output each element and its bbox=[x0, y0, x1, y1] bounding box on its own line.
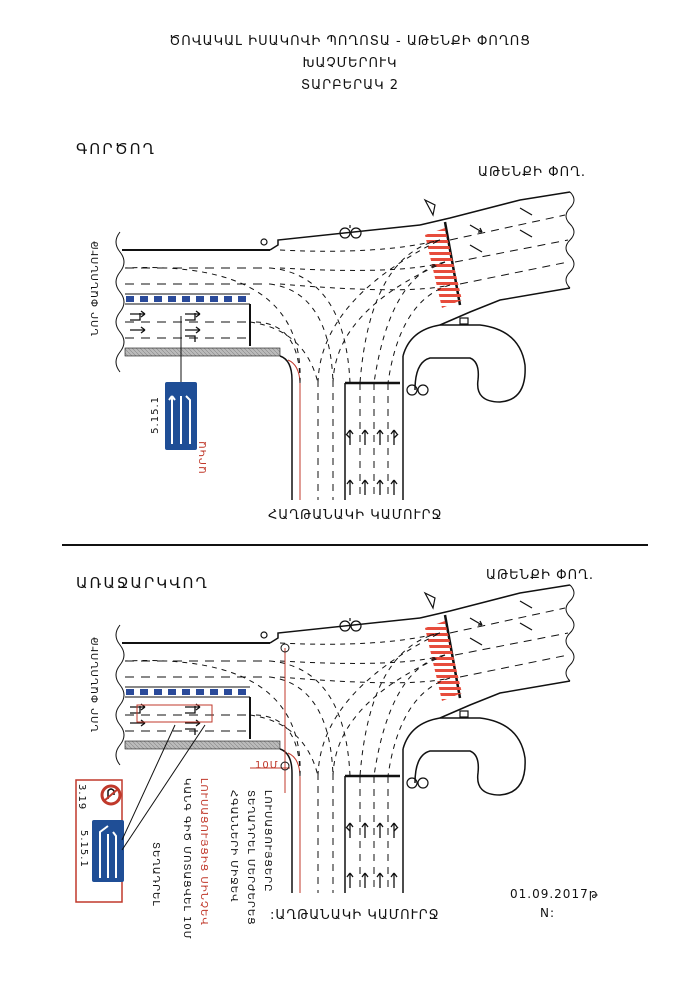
athens-street-label-bottom: ԱԹԵՆՔԻ ՓՈՂ. bbox=[486, 568, 595, 583]
doc-title-line-2: ԽԱՉՄԵՐՈՒԿ bbox=[302, 56, 398, 71]
existing-intersection bbox=[114, 190, 576, 502]
sign-code-5-15-1: 5.15.1 bbox=[78, 830, 89, 868]
bridge-label-bottom: :ԱՂԹԱՆԱԿԻ ԿԱՄՈՒՐՋ bbox=[270, 908, 440, 923]
doc-title-line-1: ԾՈՎԱԿԱԼ ԻՍԱԿՈՎԻ ՊՈՂՈՏԱ - ԱԹԵՆՔԻ ՓՈՂՈՑ bbox=[169, 34, 531, 49]
bridge-label-top: ՀԱՂԹԱՆԱԿԻ ԿԱՄՈՒՐՋ bbox=[268, 508, 443, 523]
distance-label: 10Մ bbox=[255, 760, 279, 771]
section-title-proposed: ԱՌԱՋԱՐԿՎՈՂ bbox=[76, 574, 209, 592]
left-road-label-bottom: ՆՈՐ ՓԱՆՈՆՈՒԹ bbox=[90, 636, 101, 732]
note-column-4: ԼՈՒՍԱՑՈՒՅՑԻՑ ՍԻՆՉԵՎ bbox=[198, 778, 209, 926]
document-number-label: N: bbox=[540, 906, 556, 920]
sign-caption-top: ԱՐԿԱ bbox=[198, 440, 209, 474]
section-title-existing: ԳՈՐԾՈՂ bbox=[76, 140, 156, 158]
note-column-1: ԼՈՒՍԱՑՈՒՅՑԵՐԸ bbox=[262, 790, 273, 893]
note-column-5: ԿԱՆԳ ԳԻԾ ՄՈՏԱՑՎԵԼ 10Մ bbox=[181, 778, 192, 940]
sign-code-3-19: 3.19 bbox=[76, 784, 87, 811]
document-date: 01.09.2017թ bbox=[510, 887, 599, 901]
sign-caption-bottom: ՏԵՂԱԴՐԵԼ bbox=[150, 842, 161, 907]
sign-code-top: 5.15.1 bbox=[150, 396, 161, 434]
note-column-2: ՏԵՂԱԴՐԵԼ ՄԵՐԺԵՐԵՑ bbox=[245, 790, 256, 926]
left-road-label-top: ՆՈՐ ՓԱՆՈՆՈՒԹ bbox=[90, 240, 101, 336]
athens-street-label-top: ԱԹԵՆՔԻ ՓՈՂ. bbox=[478, 165, 587, 180]
note-column-3: ՀԳԱՆՆԵՐԻ ՄԻՋԵՎ bbox=[228, 790, 239, 903]
doc-title-line-3: ՏԱՐԲԵՐԱԿ 2 bbox=[300, 78, 400, 93]
